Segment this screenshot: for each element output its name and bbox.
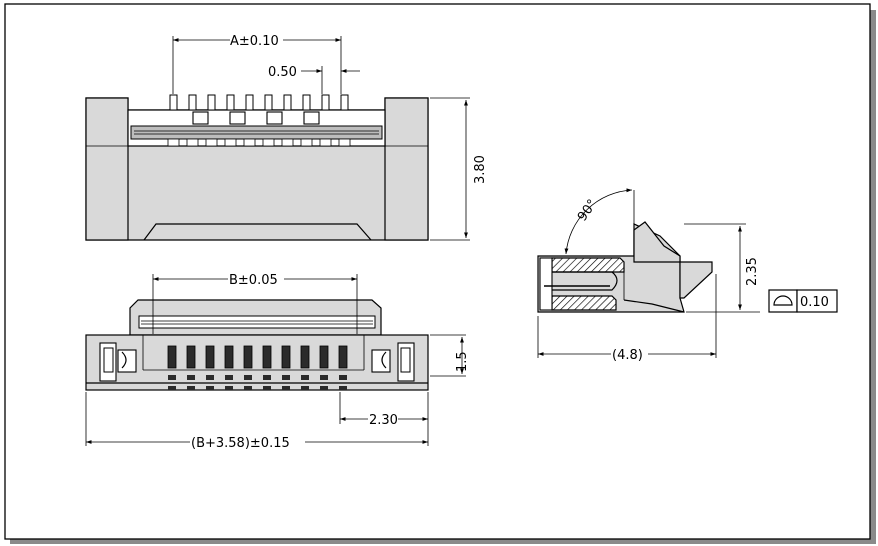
front-pin-foot	[263, 386, 271, 390]
top-pin-foot	[224, 138, 237, 147]
dim-side-height: 1.5	[455, 351, 470, 372]
front-pin-tail	[263, 375, 271, 380]
front-view: B±0.05 1.5 2.30 (B+3.58)±0.15	[85, 273, 470, 451]
top-pin-foot	[186, 138, 199, 147]
front-pin	[243, 345, 253, 369]
front-pin	[224, 345, 234, 369]
top-view: A±0.10 0.50 3.80	[85, 34, 488, 241]
front-pin-foot	[339, 386, 347, 390]
dim-pitch-tolerance: A±0.10	[230, 34, 279, 49]
top-pin-foot	[338, 138, 351, 147]
front-pin	[205, 345, 215, 369]
front-pin-foot	[206, 386, 214, 390]
dim-total-height: 3.80	[473, 155, 488, 184]
top-pin-foot	[167, 138, 180, 147]
front-pin-tail	[320, 375, 328, 380]
top-pin-foot	[319, 138, 332, 147]
top-pin	[245, 94, 254, 111]
front-pin-foot	[301, 386, 309, 390]
profile-of-surface-icon	[773, 295, 793, 306]
tolerance-value: 0.10	[800, 295, 829, 310]
front-pin	[338, 345, 348, 369]
front-pin-tail	[206, 375, 214, 380]
top-pin-foot	[205, 138, 218, 147]
front-pin	[262, 345, 272, 369]
dim-b-tolerance: B±0.05	[229, 273, 278, 288]
top-pin-foot	[300, 138, 313, 147]
sheet-border	[4, 3, 871, 540]
top-pin	[340, 94, 349, 111]
top-pin	[169, 94, 178, 111]
dim-overall-length: (B+3.58)±0.15	[191, 436, 290, 451]
front-pin	[319, 345, 329, 369]
front-pin-foot	[225, 386, 233, 390]
front-pin-tail	[301, 375, 309, 380]
top-pin	[264, 94, 273, 111]
front-pin-foot	[168, 386, 176, 390]
front-pin-foot	[244, 386, 252, 390]
top-pin-foot	[243, 138, 256, 147]
top-pin	[188, 94, 197, 111]
top-pin	[321, 94, 330, 111]
top-pin	[283, 94, 292, 111]
front-pin-tail	[187, 375, 195, 380]
top-pin	[302, 94, 311, 111]
front-pin-foot	[187, 386, 195, 390]
front-pin	[186, 345, 196, 369]
side-view: 90° 2.35 0.10 (4.8)	[537, 188, 838, 363]
dim-offset: 2.30	[369, 413, 398, 428]
front-pin-tail	[168, 375, 176, 380]
front-pin	[300, 345, 310, 369]
front-pin-tail	[339, 375, 347, 380]
front-pin-foot	[282, 386, 290, 390]
front-pin	[167, 345, 177, 369]
front-pin	[281, 345, 291, 369]
tolerance-frame: 0.10	[768, 289, 838, 313]
top-pin-foot	[262, 138, 275, 147]
dim-side-height-2: 2.35	[745, 257, 760, 286]
front-pin-foot	[320, 386, 328, 390]
top-pin-foot	[281, 138, 294, 147]
top-pin	[207, 94, 216, 111]
dim-pin-pitch: 0.50	[268, 65, 297, 80]
front-pin-tail	[244, 375, 252, 380]
front-pin-tail	[282, 375, 290, 380]
dim-side-length: (4.8)	[612, 348, 643, 363]
top-pin	[226, 94, 235, 111]
front-pin-tail	[225, 375, 233, 380]
